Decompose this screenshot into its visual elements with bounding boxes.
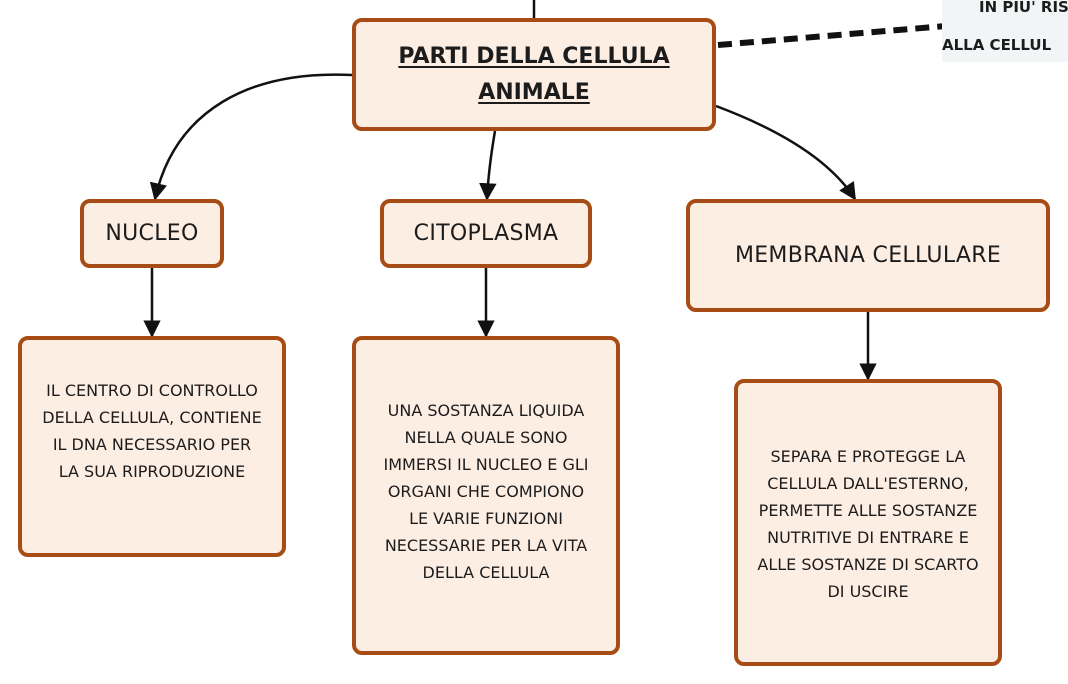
root-title-line-1: PARTI DELLA CELLULA bbox=[398, 43, 670, 69]
desc-citoplasma-line: DELLA CELLULA bbox=[422, 563, 550, 582]
desc-citoplasma-line: UNA SOSTANZA LIQUIDA bbox=[387, 401, 585, 420]
desc-citoplasma[interactable]: UNA SOSTANZA LIQUIDA NELLA QUALE SONO IM… bbox=[352, 336, 620, 655]
side-note-line-1: IN PIU' RIS bbox=[979, 0, 1068, 16]
desc-citoplasma-line: LE VARIE FUNZIONI bbox=[409, 509, 563, 528]
desc-citoplasma-line: NECESSARIE PER LA VITA bbox=[384, 536, 588, 555]
root-node[interactable]: PARTI DELLA CELLULA ANIMALE bbox=[352, 18, 716, 131]
node-nucleo-label: NUCLEO bbox=[105, 221, 199, 246]
side-note-line-2: ALLA CELLUL bbox=[942, 36, 1052, 54]
side-note-box[interactable]: IN PIU' RIS ALLA CELLUL bbox=[942, 0, 1068, 62]
desc-membrana-cellulare[interactable]: SEPARA E PROTEGGE LA CELLULA DALL'ESTERN… bbox=[734, 379, 1002, 666]
desc-nucleo[interactable]: IL CENTRO DI CONTROLLO DELLA CELLULA, CO… bbox=[18, 336, 286, 557]
root-title-line-2: ANIMALE bbox=[478, 79, 590, 105]
dashed-link-side-note bbox=[717, 23, 947, 48]
node-citoplasma-label: CITOPLASMA bbox=[413, 221, 559, 246]
desc-membrana-line: CELLULA DALL'ESTERNO, bbox=[767, 473, 969, 493]
desc-membrana-line: ALLE SOSTANZE DI SCARTO bbox=[757, 554, 979, 574]
desc-membrana-line: PERMETTE ALLE SOSTANZE bbox=[758, 500, 978, 520]
desc-membrana-line: DI USCIRE bbox=[827, 581, 909, 601]
desc-citoplasma-line: IMMERSI IL NUCLEO E GLI bbox=[383, 455, 589, 474]
node-membrana-label: MEMBRANA CELLULARE bbox=[734, 243, 1002, 268]
desc-membrana-line: SEPARA E PROTEGGE LA bbox=[770, 446, 966, 466]
connector-root-nucleo bbox=[149, 73, 353, 201]
desc-nucleo-line: IL DNA NECESSARIO PER bbox=[52, 434, 252, 454]
connector-root-citoplasma bbox=[479, 130, 497, 201]
node-citoplasma[interactable]: CITOPLASMA bbox=[380, 199, 592, 268]
desc-nucleo-line: DELLA CELLULA, CONTIENE bbox=[42, 407, 262, 427]
desc-citoplasma-line: NELLA QUALE SONO bbox=[404, 428, 568, 447]
desc-nucleo-line: LA SUA RIPRODUZIONE bbox=[58, 461, 246, 481]
desc-membrana-line: NUTRITIVE DI ENTRARE E bbox=[767, 527, 969, 547]
desc-citoplasma-line: ORGANI CHE COMPIONO bbox=[387, 482, 585, 501]
node-membrana-cellulare[interactable]: MEMBRANA CELLULARE bbox=[686, 199, 1050, 312]
node-nucleo[interactable]: NUCLEO bbox=[80, 199, 224, 268]
connector-root-membrana bbox=[715, 104, 857, 201]
desc-nucleo-line: IL CENTRO DI CONTROLLO bbox=[46, 380, 258, 400]
